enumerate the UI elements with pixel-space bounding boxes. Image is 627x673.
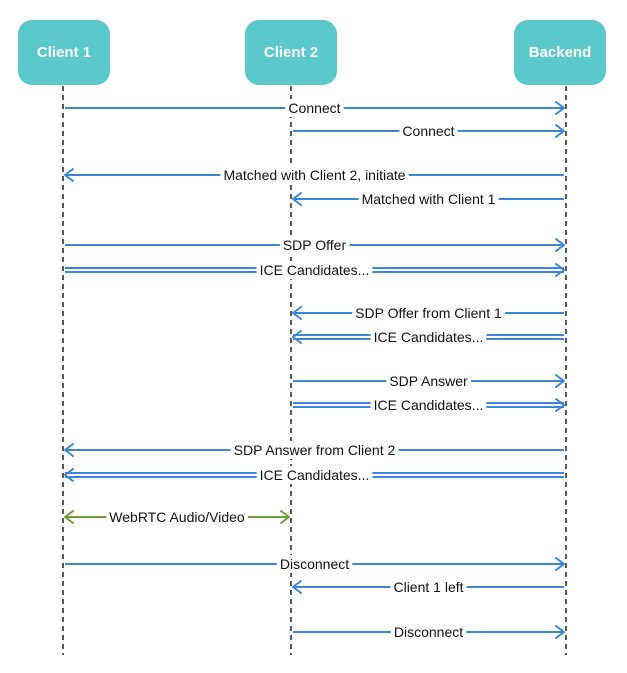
message-label: ICE Candidates... [374,329,484,345]
arrowhead [555,263,565,277]
arrowhead [292,192,302,206]
message-label: Client 1 left [393,579,463,595]
label-backdrop [220,166,409,184]
arrowhead [280,510,290,524]
label-backdrop [370,328,487,346]
label-backdrop [390,623,467,641]
arrowhead [292,330,302,344]
label-backdrop [256,466,373,484]
arrowhead [64,468,74,482]
arrowhead [555,374,565,388]
label-backdrop [370,396,487,414]
arrowhead [555,124,565,138]
message-label: ICE Candidates... [260,467,370,483]
participant-label: Client 2 [263,44,319,61]
message-label: SDP Answer [389,373,468,389]
message-label: Disconnect [394,624,463,640]
arrowhead [64,168,74,182]
arrowhead [292,580,302,594]
message-label: Disconnect [280,556,349,572]
label-backdrop [230,441,399,459]
message-label: SDP Offer [283,237,347,253]
message-label: Connect [288,100,340,116]
label-backdrop [358,190,499,208]
participant-backend: Backend [514,20,606,85]
label-backdrop [279,236,350,254]
label-backdrop [106,508,248,526]
message-label: ICE Candidates... [260,262,370,278]
arrowhead [64,443,74,457]
message-label: SDP Answer from Client 2 [234,442,396,458]
label-backdrop [352,304,505,322]
label-backdrop [390,578,467,596]
label-backdrop [285,99,344,117]
message-label: ICE Candidates... [374,397,484,413]
participant-client-2: Client 2 [245,20,337,85]
arrowhead [292,306,302,320]
label-backdrop [256,261,373,279]
label-backdrop [276,555,353,573]
label-backdrop [399,122,458,140]
message-label: Matched with Client 1 [362,191,496,207]
message-label: Connect [402,123,454,139]
message-label: Matched with Client 2, initiate [223,167,405,183]
message-label: WebRTC Audio/Video [109,509,245,525]
arrowhead [555,101,565,115]
arrowhead [555,238,565,252]
arrowhead [64,510,74,524]
arrowhead [555,625,565,639]
label-backdrop [386,372,471,390]
arrowhead [555,557,565,571]
arrowhead [555,398,565,412]
participant-client-1: Client 1 [18,20,110,85]
message-label: SDP Offer from Client 1 [355,305,502,321]
participant-label: Backend [528,44,592,61]
participant-label: Client 1 [36,44,92,61]
